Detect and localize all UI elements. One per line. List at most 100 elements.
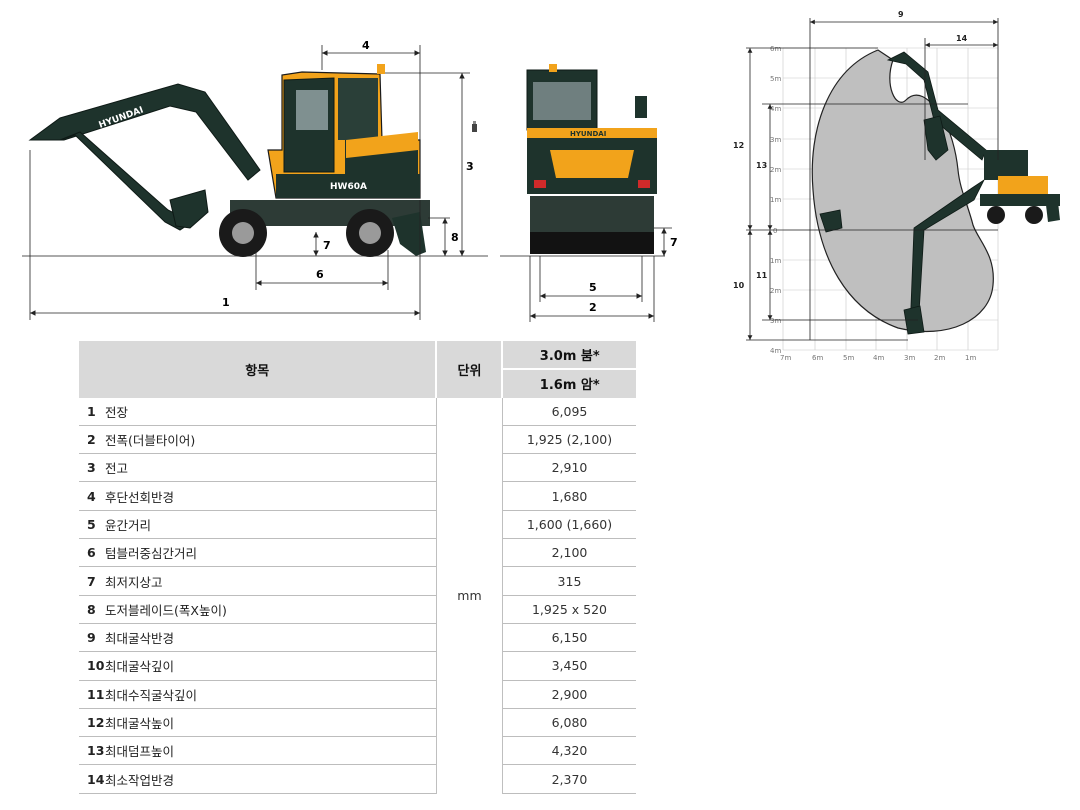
x-tick-5m: 5m xyxy=(843,354,854,362)
dim-label-2: 2 xyxy=(589,301,597,314)
x-tick-7m: 7m xyxy=(780,354,791,362)
header-unit: 단위 xyxy=(436,341,504,398)
y-tick-neg4m: 4m xyxy=(770,347,781,355)
row-value: 2,910 xyxy=(502,453,636,483)
row-number: 6 xyxy=(79,538,105,568)
table-row: 8 도저블레이드(폭X높이) 1,925 x 520 xyxy=(79,595,636,624)
row-number: 10 xyxy=(79,651,105,681)
row-number: 7 xyxy=(79,566,105,596)
row-number: 14 xyxy=(79,764,105,794)
table-row: 4 후단선회반경 1,680 xyxy=(79,481,636,511)
working-range-area xyxy=(811,49,994,333)
wheel-rear xyxy=(219,209,267,257)
y-tick-neg1m: 1m xyxy=(770,257,781,265)
row-value: 3,450 xyxy=(502,651,636,681)
y-tick-3m: 3m xyxy=(770,136,781,144)
y-tick-1m: 1m xyxy=(770,196,781,204)
table-row: 3 전고 2,910 xyxy=(79,453,636,483)
dim-label-10: 10 xyxy=(733,281,745,290)
row-value: 315 xyxy=(502,566,636,596)
dim-label-6: 6 xyxy=(316,268,324,281)
dim-label-8: 8 xyxy=(451,231,459,244)
row-label: 윤간거리 xyxy=(105,510,437,540)
excavator-body: HW60A xyxy=(230,64,430,226)
y-tick-6m: 6m xyxy=(770,45,781,53)
header-boom: 3.0m 붐* xyxy=(502,341,636,371)
dim-label-7: 7 xyxy=(323,239,331,252)
wheel-front xyxy=(346,209,394,257)
row-value: 1,680 xyxy=(502,481,636,511)
row-label: 텀블러중심간거리 xyxy=(105,538,437,568)
row-value: 6,095 xyxy=(502,397,636,426)
row-label: 최대굴삭높이 xyxy=(105,708,437,738)
x-tick-6m: 6m xyxy=(812,354,823,362)
row-value: 6,080 xyxy=(502,708,636,738)
row-label: 전장 xyxy=(105,397,437,426)
dim-label-4: 4 xyxy=(362,39,370,52)
dim-label-11: 11 xyxy=(756,271,768,280)
front-body: HYUNDAI xyxy=(526,64,657,254)
row-value: 1,925 (2,100) xyxy=(502,425,636,455)
row-label: 최대굴삭반경 xyxy=(105,623,437,653)
y-tick-neg3m: 3m xyxy=(770,317,781,325)
row-label: 최대덤프높이 xyxy=(105,736,437,766)
table-row: 12 최대굴삭높이 6,080 xyxy=(79,708,636,738)
table-row: 13 최대덤프높이 4,320 xyxy=(79,736,636,766)
row-label: 최저지상고 xyxy=(105,566,437,596)
row-number: 3 xyxy=(79,453,105,483)
dim-label-3: 3 xyxy=(466,160,474,173)
row-number: 8 xyxy=(79,595,105,624)
row-number: 11 xyxy=(79,680,105,709)
y-tick-0: 0 xyxy=(773,227,777,235)
row-value: 1,600 (1,660) xyxy=(502,510,636,540)
boom-arm xyxy=(28,83,261,231)
row-number: 9 xyxy=(79,623,105,653)
row-value: 6,150 xyxy=(502,623,636,653)
row-value: 4,320 xyxy=(502,736,636,766)
y-tick-neg2m: 2m xyxy=(770,287,781,295)
table-row: 1 전장 mm 6,095 xyxy=(79,397,636,794)
row-label: 전폭(더블타이어) xyxy=(105,425,437,455)
dim-label-13: 13 xyxy=(756,161,767,170)
y-tick-5m: 5m xyxy=(770,75,781,83)
row-number: 1 xyxy=(79,397,105,426)
row-label: 최대수직굴삭깊이 xyxy=(105,680,437,709)
row-label: 최소작업반경 xyxy=(105,764,437,794)
row-number: 5 xyxy=(79,510,105,540)
unit-cell: mm xyxy=(435,397,503,794)
x-tick-1m: 1m xyxy=(965,354,976,362)
table-row: 14 최소작업반경 2,370 xyxy=(79,764,636,794)
row-value: 2,100 xyxy=(502,538,636,568)
table-row: 9 최대굴삭반경 6,150 xyxy=(79,623,636,653)
front-view-diagram: HYUNDAI 2 5 7 xyxy=(500,64,678,322)
beacon-icon xyxy=(472,121,477,132)
x-tick-2m: 2m xyxy=(934,354,945,362)
row-number: 13 xyxy=(79,736,105,766)
dozer-blade xyxy=(392,212,426,256)
row-label: 후단선회반경 xyxy=(105,481,437,511)
dim-label-9: 9 xyxy=(898,10,904,19)
body-model-text: HW60A xyxy=(330,182,367,192)
dim-label-1: 1 xyxy=(222,296,230,309)
table-row: 6 텀블러중심간거리 2,100 xyxy=(79,538,636,568)
spec-table: 항목 단위 3.0m 붐* 1.6m 암* 1 전장 mm 6,095 2 전폭… xyxy=(79,341,636,794)
row-value: 2,370 xyxy=(502,764,636,794)
row-value: 1,925 x 520 xyxy=(502,595,636,624)
header-item: 항목 xyxy=(79,341,438,398)
y-tick-4m: 4m xyxy=(770,105,781,113)
row-label: 최대굴삭깊이 xyxy=(105,651,437,681)
range-machine xyxy=(980,150,1060,224)
row-label: 도저블레이드(폭X높이) xyxy=(105,595,437,624)
table-row: 2 전폭(더블타이어) 1,925 (2,100) xyxy=(79,425,636,455)
row-number: 2 xyxy=(79,425,105,455)
dim-label-12: 12 xyxy=(733,141,744,150)
row-label: 전고 xyxy=(105,453,437,483)
row-number: 4 xyxy=(79,481,105,511)
table-row: 10 최대굴삭깊이 3,450 xyxy=(79,651,636,681)
table-row: 11 최대수직굴삭깊이 2,900 xyxy=(79,680,636,709)
range-arm-positions xyxy=(819,51,987,335)
table-row: 5 윤간거리 1,600 (1,660) xyxy=(79,510,636,540)
y-tick-2m: 2m xyxy=(770,166,781,174)
table-row: 7 최저지상고 315 xyxy=(79,566,636,596)
x-tick-4m: 4m xyxy=(873,354,884,362)
